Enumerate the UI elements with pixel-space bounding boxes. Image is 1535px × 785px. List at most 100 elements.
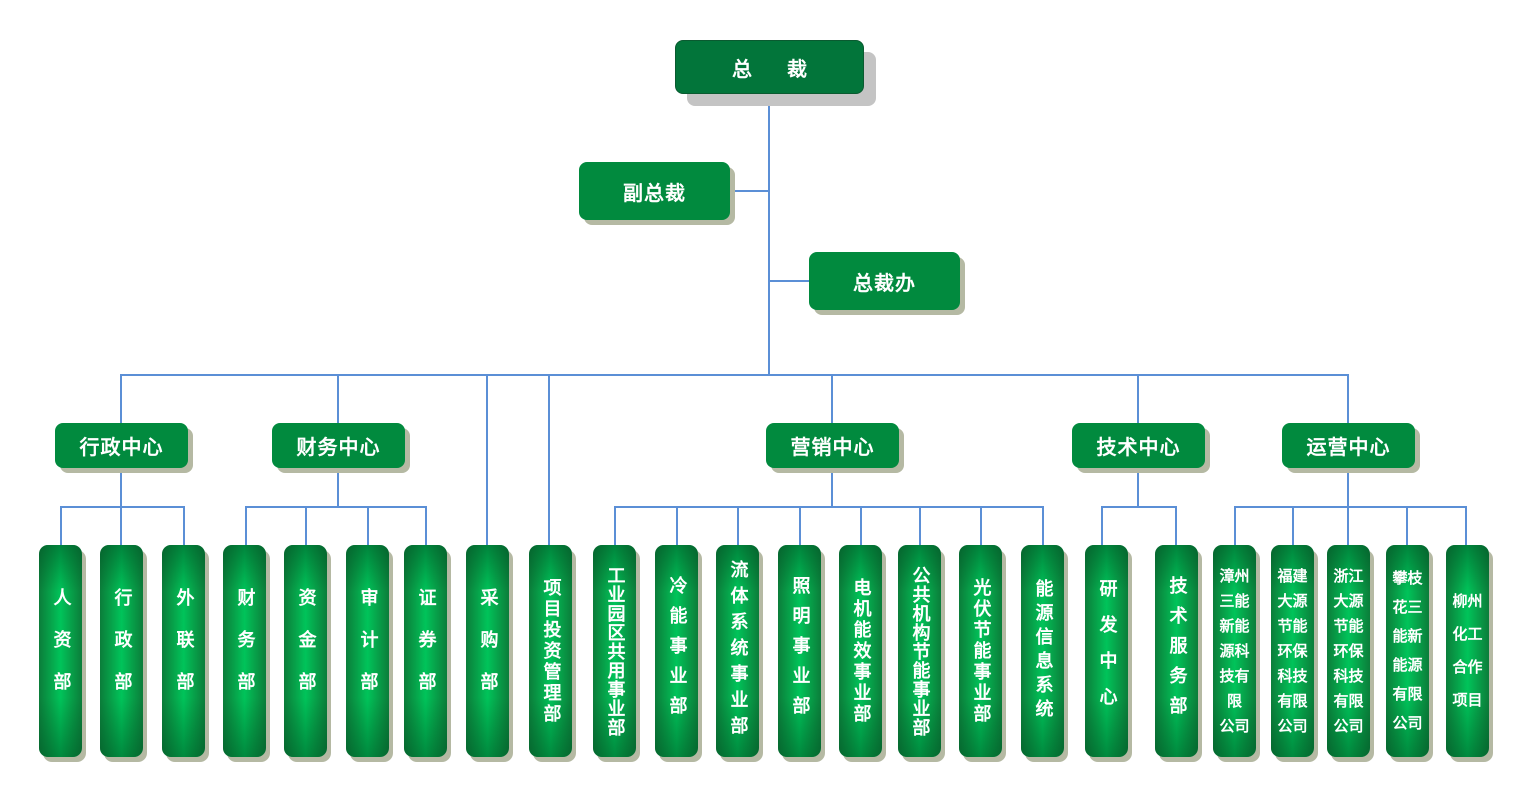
node-label: 柳州化工合作项目 bbox=[1452, 589, 1482, 713]
node-zhangzhou-sanneng[interactable]: 漳州三能新能源科技有限公司 bbox=[1213, 545, 1256, 757]
connector-leaf bbox=[183, 506, 185, 546]
node-finance-center[interactable]: 财务中心 bbox=[272, 423, 405, 468]
connector-project bbox=[548, 374, 550, 546]
node-fluid-systems-dept[interactable]: 流体系统事业部 bbox=[716, 545, 759, 757]
connector-trunk bbox=[768, 93, 770, 376]
connector-leaf bbox=[1234, 506, 1236, 546]
node-panzhihua-sanneng[interactable]: 攀枝花三能新能源有限公司 bbox=[1386, 545, 1429, 757]
node-label: 证券部 bbox=[415, 588, 437, 714]
node-label-line: 有限 bbox=[1333, 691, 1364, 710]
node-label-line: 公司 bbox=[1219, 716, 1250, 735]
node-energy-info-system[interactable]: 能源信息系统 bbox=[1021, 545, 1064, 757]
node-label-line: 技有 bbox=[1219, 666, 1250, 685]
connector-leaf bbox=[1292, 506, 1294, 546]
connector-marketing-drop bbox=[831, 468, 833, 508]
node-president-office[interactable]: 总裁办 bbox=[809, 252, 960, 310]
node-label: 工业园区共用事业部 bbox=[604, 565, 626, 737]
node-label: 攀枝花三能新能源有限公司 bbox=[1392, 566, 1422, 736]
node-label-line: 大源 bbox=[1333, 591, 1364, 610]
node-label-line: 环保 bbox=[1333, 641, 1364, 660]
node-label-line: 有限 bbox=[1277, 691, 1308, 710]
connector-ops-center bbox=[1347, 374, 1349, 424]
connector-leaf bbox=[120, 506, 122, 546]
node-pv-energy-dept[interactable]: 光伏节能事业部 bbox=[959, 545, 1002, 757]
node-label-line: 有限 bbox=[1392, 685, 1423, 703]
node-zhejiang-dayuan[interactable]: 浙江大源节能环保科技有限公司 bbox=[1327, 545, 1370, 757]
node-audit-dept[interactable]: 审计部 bbox=[346, 545, 389, 757]
node-lighting-dept[interactable]: 照明事业部 bbox=[778, 545, 821, 757]
node-rnd-center[interactable]: 研发中心 bbox=[1085, 545, 1128, 757]
node-label: 项目投资管理部 bbox=[540, 577, 562, 725]
node-marketing-center[interactable]: 营销中心 bbox=[766, 423, 899, 468]
node-hr-dept[interactable]: 人资部 bbox=[39, 545, 82, 757]
node-label-line: 限 bbox=[1226, 691, 1242, 710]
node-label: 技术服务部 bbox=[1166, 576, 1188, 726]
node-label: 技术中心 bbox=[1096, 435, 1181, 459]
node-vice-president[interactable]: 副总裁 bbox=[579, 162, 730, 220]
node-label: 照明事业部 bbox=[789, 576, 811, 726]
connector-leaf bbox=[60, 506, 62, 546]
node-purchasing-dept[interactable]: 采购部 bbox=[466, 545, 509, 757]
connector-leaf bbox=[1406, 506, 1408, 546]
node-label: 总裁办 bbox=[853, 270, 916, 295]
connector-marketing-bus bbox=[614, 506, 1044, 508]
connector-main-bus bbox=[120, 374, 1349, 376]
node-finance-dept[interactable]: 财务部 bbox=[223, 545, 266, 757]
connector-purchase bbox=[486, 374, 488, 546]
node-label-line: 攀枝 bbox=[1392, 569, 1423, 587]
node-label: 冷能事业部 bbox=[666, 576, 688, 726]
connector-ops-drop bbox=[1347, 468, 1349, 508]
node-label-line: 浙江 bbox=[1333, 566, 1364, 585]
connector-leaf bbox=[245, 506, 247, 546]
node-motor-efficiency-dept[interactable]: 电机能效事业部 bbox=[839, 545, 882, 757]
node-industrial-park-utilities-dept[interactable]: 工业园区共用事业部 bbox=[593, 545, 636, 757]
node-label-line: 合作 bbox=[1452, 658, 1483, 676]
node-admin-dept[interactable]: 行政部 bbox=[100, 545, 143, 757]
connector-tech-center bbox=[1137, 374, 1139, 424]
node-admin-center[interactable]: 行政中心 bbox=[55, 423, 188, 468]
connector-leaf bbox=[425, 506, 427, 546]
node-label: 财务中心 bbox=[296, 435, 381, 459]
node-label-line: 三能 bbox=[1219, 591, 1250, 610]
connector-leaf bbox=[1042, 506, 1044, 546]
connector-leaf bbox=[737, 506, 739, 546]
node-label: 资金部 bbox=[295, 588, 317, 714]
node-label-line: 福建 bbox=[1277, 566, 1308, 585]
node-label: 运营中心 bbox=[1306, 435, 1391, 459]
node-treasury-dept[interactable]: 资金部 bbox=[284, 545, 327, 757]
node-label-line: 大源 bbox=[1277, 591, 1308, 610]
node-label-line: 公司 bbox=[1333, 716, 1364, 735]
connector-leaf bbox=[799, 506, 801, 546]
node-president[interactable]: 总 裁 bbox=[675, 40, 864, 94]
connector-leaf bbox=[980, 506, 982, 546]
node-project-investment-dept[interactable]: 项目投资管理部 bbox=[529, 545, 572, 757]
node-fujian-dayuan[interactable]: 福建大源节能环保科技有限公司 bbox=[1271, 545, 1314, 757]
node-label: 光伏节能事业部 bbox=[970, 577, 992, 725]
node-label-line: 项目 bbox=[1452, 691, 1483, 709]
node-label-line: 能源 bbox=[1392, 656, 1423, 674]
connector-leaf bbox=[614, 506, 616, 546]
node-tech-center[interactable]: 技术中心 bbox=[1072, 423, 1205, 468]
connector-deputy bbox=[729, 190, 769, 192]
connector-leaf bbox=[1101, 506, 1103, 546]
node-tech-service-dept[interactable]: 技术服务部 bbox=[1155, 545, 1198, 757]
node-label: 外联部 bbox=[173, 588, 195, 714]
node-cold-energy-dept[interactable]: 冷能事业部 bbox=[655, 545, 698, 757]
node-securities-dept[interactable]: 证券部 bbox=[404, 545, 447, 757]
connector-finance-center bbox=[337, 374, 339, 424]
node-external-relations-dept[interactable]: 外联部 bbox=[162, 545, 205, 757]
connector-office bbox=[769, 280, 809, 282]
connector-leaf bbox=[1175, 506, 1177, 546]
node-label-line: 能新 bbox=[1392, 627, 1423, 645]
connector-admin-drop bbox=[120, 468, 122, 508]
node-operations-center[interactable]: 运营中心 bbox=[1282, 423, 1415, 468]
connector-leaf bbox=[305, 506, 307, 546]
node-public-institution-energy-dept[interactable]: 公共机构节能事业部 bbox=[898, 545, 941, 757]
node-label-line: 漳州 bbox=[1219, 566, 1250, 585]
node-liuzhou-chemical-project[interactable]: 柳州化工合作项目 bbox=[1446, 545, 1489, 757]
node-label-line: 化工 bbox=[1452, 625, 1483, 643]
connector-leaf bbox=[860, 506, 862, 546]
node-label-line: 科技 bbox=[1277, 666, 1308, 685]
connector-admin-bus bbox=[60, 506, 185, 508]
